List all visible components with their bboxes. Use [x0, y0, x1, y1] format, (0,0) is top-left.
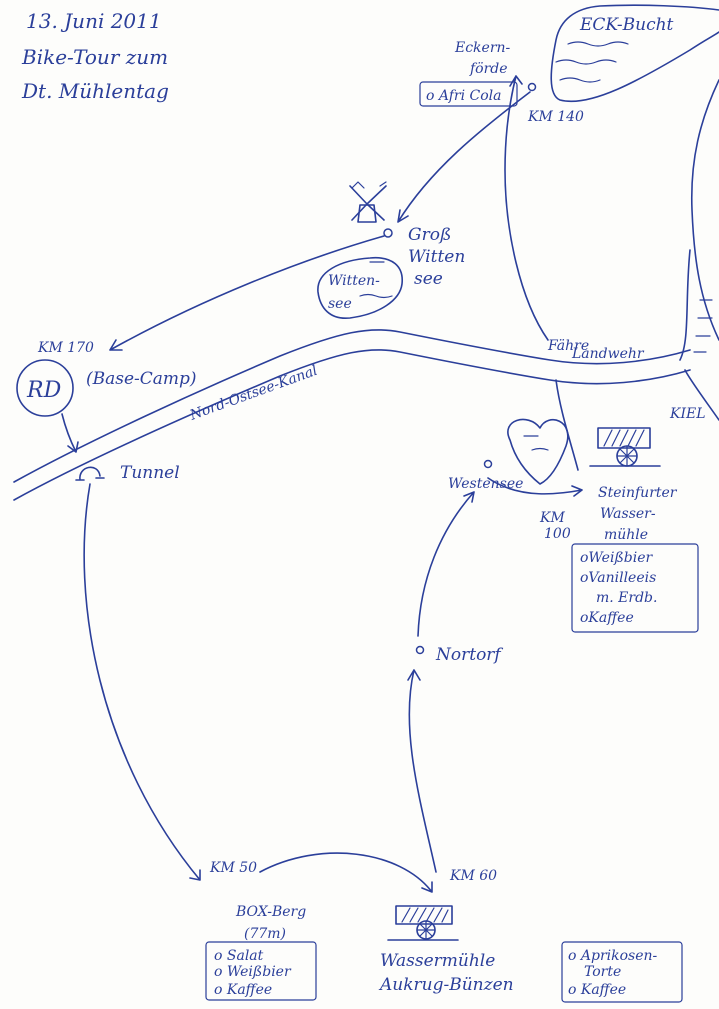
kanal-label: Nord-Ostsee-Kanal — [187, 363, 320, 424]
km170-label: KM 170 — [37, 340, 94, 356]
tour-title-line1: Bike-Tour zum — [21, 45, 168, 69]
eck-bucht-shore — [550, 4, 719, 103]
wassermuehle-label-1: Wassermühle — [380, 951, 495, 971]
route-eck-to-witten — [397, 91, 531, 223]
route-steinfurter-to-faehre — [555, 379, 579, 471]
aukrug-offer-box — [561, 941, 683, 1003]
km100-label-2: 100 — [544, 526, 571, 542]
watermill-icon — [387, 905, 459, 941]
westensee-lake: Westensee — [448, 418, 569, 492]
watermill-icon — [589, 427, 661, 467]
offer-salat: o Salat — [214, 948, 264, 964]
box-berg-offer-box — [205, 941, 317, 1001]
gross-wittensee-label-3: see — [414, 269, 443, 289]
offer-weissbier-2: o Weißbier — [214, 964, 292, 980]
nortorf-label: Nortorf — [435, 645, 503, 665]
nortorf-dot — [415, 645, 425, 655]
kiel-label: KIEL — [669, 406, 706, 422]
rd-label: RD — [26, 378, 62, 403]
steinfurter-label-2: Wasser- — [600, 506, 656, 522]
wittensee-lake: Witten- see — [317, 257, 403, 319]
faehre-label-1: Fähre — [547, 338, 589, 354]
route-witten-to-rd — [109, 235, 385, 351]
km140-label: KM 140 — [527, 109, 584, 125]
route-aukrug-to-nortorf — [407, 669, 437, 873]
faehre-label-2: Landwehr — [571, 346, 645, 362]
offer-kaffee-1: oKaffee — [580, 610, 634, 626]
tunnel: Tunnel — [75, 463, 180, 483]
kanal-bank-north — [13, 329, 691, 483]
foerde-waves — [693, 299, 713, 353]
eckernfoerde-label-1: Eckern- — [454, 40, 511, 56]
wassermuehle-aukrug: KM 60 Wassermühle Aukrug-Bünzen o Apriko… — [378, 868, 683, 1003]
eckernfoerde: Eckern- förde o Afri Cola KM 140 — [419, 40, 584, 125]
eck-bucht-waves — [555, 41, 629, 83]
box-berg: KM 50 BOX-Berg (77m) o Salat o Weißbier … — [205, 860, 317, 1001]
steinfurter-label-1: Steinfurter — [598, 485, 678, 501]
eck-bucht: ECK-Bucht — [550, 4, 719, 103]
wittensee-label-1: Witten- — [328, 273, 380, 289]
eck-bucht-label: ECK-Bucht — [579, 15, 674, 35]
eckernfoerde-offer-box — [419, 81, 518, 107]
tour-date: 13. Juni 2011 — [26, 9, 162, 33]
offer-vanilleeis: oVanilleeis — [580, 570, 656, 586]
steinfurter-offer-box — [571, 543, 699, 633]
route-boxberg-to-aukrug — [259, 852, 433, 893]
rendsburg: KM 170 RD (Base-Camp) — [16, 340, 197, 417]
route-westensee-to-steinfurter — [487, 477, 583, 497]
gross-wittensee-label-1: Groß — [408, 225, 451, 245]
eckernfoerde-dot — [527, 82, 537, 92]
km60-label: KM 60 — [449, 868, 497, 884]
kanal-bank-south — [13, 349, 691, 501]
route-rd-to-tunnel — [61, 413, 79, 453]
base-camp-label: (Base-Camp) — [86, 369, 197, 389]
coastline-east — [690, 79, 719, 341]
offer-aprikosen: o Aprikosen- — [568, 948, 658, 964]
tunnel-label: Tunnel — [120, 463, 180, 483]
rd-circle — [16, 359, 74, 417]
wittensee-label-2: see — [328, 296, 352, 312]
kieler-foerde-shore — [679, 249, 719, 421]
offer-afri-cola: o Afri Cola — [426, 88, 502, 104]
steinfurter-label-3: mühle — [604, 527, 648, 543]
header: 13. Juni 2011 Bike-Tour zum Dt. Mühlenta… — [21, 9, 169, 103]
tunnel-icon — [75, 466, 105, 481]
route-faehre-to-eck — [504, 75, 549, 341]
offer-erdbeer: m. Erdb. — [596, 590, 657, 606]
gross-wittensee-dot — [383, 228, 393, 238]
windmill-icon — [349, 181, 387, 223]
tour-title-line2: Dt. Mühlentag — [21, 79, 169, 103]
gross-wittensee-label-2: Witten — [408, 247, 465, 267]
box-berg-label-1: BOX-Berg — [235, 904, 306, 920]
gross-wittensee: Groß Witten see — [383, 225, 465, 289]
km100-label-1: KM — [539, 510, 565, 526]
eckernfoerde-label-2: förde — [469, 61, 508, 77]
route-tunnel-to-boxberg — [83, 483, 201, 881]
km50-label: KM 50 — [209, 860, 257, 876]
westensee-label: Westensee — [448, 476, 523, 492]
offer-torte: Torte — [584, 964, 621, 980]
offer-weissbier-1: oWeißbier — [580, 550, 654, 566]
westensee-dot — [483, 459, 493, 469]
route-nortorf-to-westensee — [417, 491, 475, 637]
box-berg-label-2: (77m) — [244, 926, 286, 942]
offer-kaffee-2: o Kaffee — [214, 982, 272, 998]
offer-kaffee-3: o Kaffee — [568, 982, 626, 998]
route — [61, 75, 583, 893]
wassermuehle-label-2: Aukrug-Bünzen — [378, 975, 514, 995]
steinfurter-wassermuehle: Steinfurter Wasser- mühle KM 100 oWeißbi… — [539, 427, 699, 633]
